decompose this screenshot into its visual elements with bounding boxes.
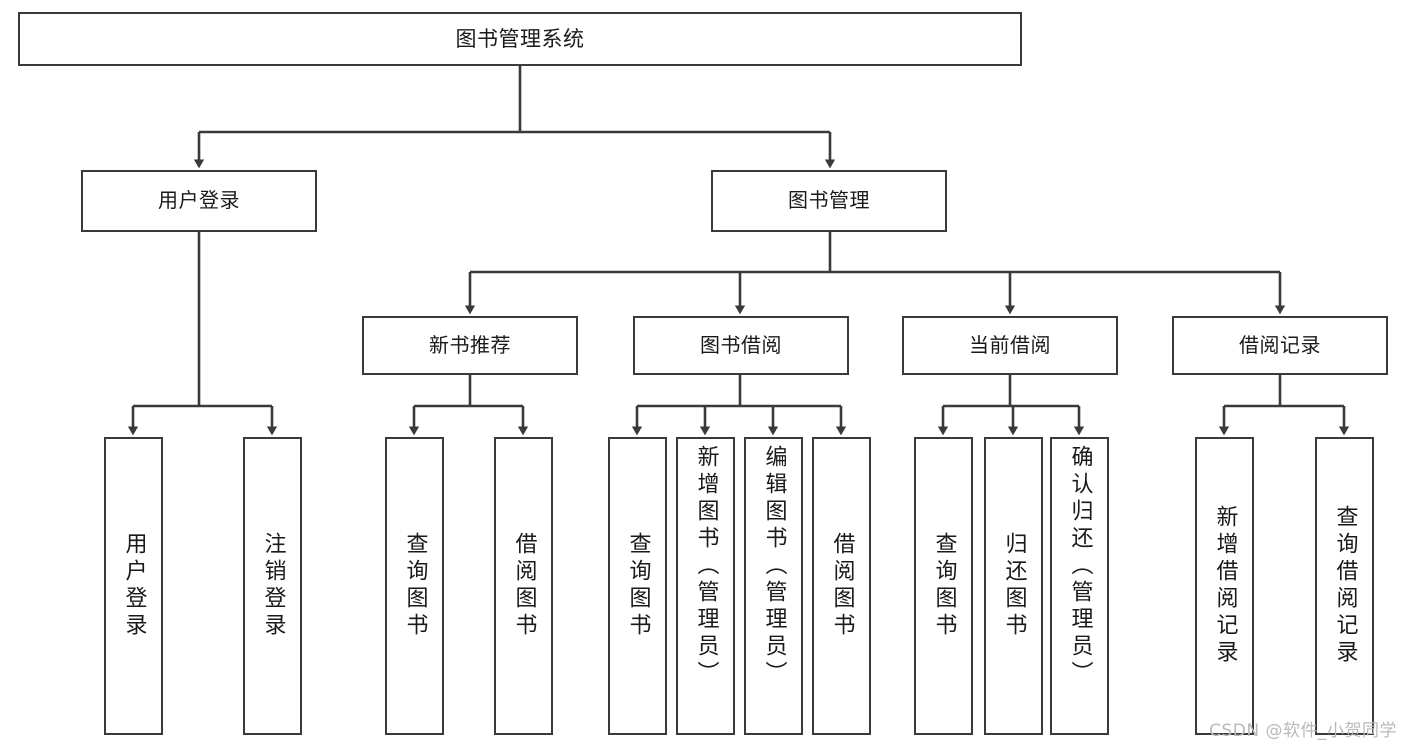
node-label: 图书借阅 (700, 332, 782, 357)
node-root-book-management-system[interactable]: 图书管理系统 (18, 12, 1022, 66)
node-label: 图书管理系统 (455, 26, 585, 51)
node-current-borrowing[interactable]: 当前借阅 (902, 316, 1118, 375)
node-label: 查询借阅记录 (1332, 505, 1358, 667)
node-label: 借阅图书 (829, 532, 855, 640)
leaf-user-login[interactable]: 用户登录 (104, 437, 163, 735)
leaf-add-borrow-record[interactable]: 新增借阅记录 (1195, 437, 1254, 735)
node-book-management[interactable]: 图书管理 (711, 170, 947, 232)
node-label: 借阅记录 (1239, 332, 1321, 357)
leaf-query-books-new-book[interactable]: 查询图书 (385, 437, 444, 735)
leaf-add-book-admin[interactable]: 新增图书（管理员） (676, 437, 735, 735)
node-new-book-recommendation[interactable]: 新书推荐 (362, 316, 578, 375)
node-label: 归还图书 (1001, 532, 1027, 640)
leaf-confirm-return-admin[interactable]: 确认归还（管理员） (1050, 437, 1109, 735)
node-label: 当前借阅 (969, 332, 1051, 357)
leaf-query-borrow-record[interactable]: 查询借阅记录 (1315, 437, 1374, 735)
node-label: 查询图书 (402, 532, 428, 640)
node-user-login[interactable]: 用户登录 (81, 170, 317, 232)
leaf-return-books[interactable]: 归还图书 (984, 437, 1043, 735)
leaf-query-books-borrow[interactable]: 查询图书 (608, 437, 667, 735)
node-borrowing-record[interactable]: 借阅记录 (1172, 316, 1388, 375)
node-label: 用户登录 (121, 532, 147, 640)
leaf-query-books-current[interactable]: 查询图书 (914, 437, 973, 735)
leaf-edit-book-admin[interactable]: 编辑图书（管理员） (744, 437, 803, 735)
node-label: 确认归还（管理员） (1067, 445, 1093, 688)
node-book-borrowing[interactable]: 图书借阅 (633, 316, 849, 375)
node-label: 图书管理 (788, 188, 870, 213)
node-label: 注销登录 (260, 532, 286, 640)
node-label: 查询图书 (625, 532, 651, 640)
leaf-borrow-books-new-book[interactable]: 借阅图书 (494, 437, 553, 735)
watermark: CSDN @软件_小贺同学 (1209, 721, 1397, 741)
leaf-borrow-books[interactable]: 借阅图书 (812, 437, 871, 735)
node-label: 用户登录 (158, 188, 240, 213)
node-label: 新增图书（管理员） (693, 445, 719, 688)
node-label: 编辑图书（管理员） (761, 445, 787, 688)
node-label: 借阅图书 (511, 532, 537, 640)
node-label: 新书推荐 (429, 332, 511, 357)
node-label: 查询图书 (931, 532, 957, 640)
leaf-logout[interactable]: 注销登录 (243, 437, 302, 735)
node-label: 新增借阅记录 (1212, 505, 1238, 667)
